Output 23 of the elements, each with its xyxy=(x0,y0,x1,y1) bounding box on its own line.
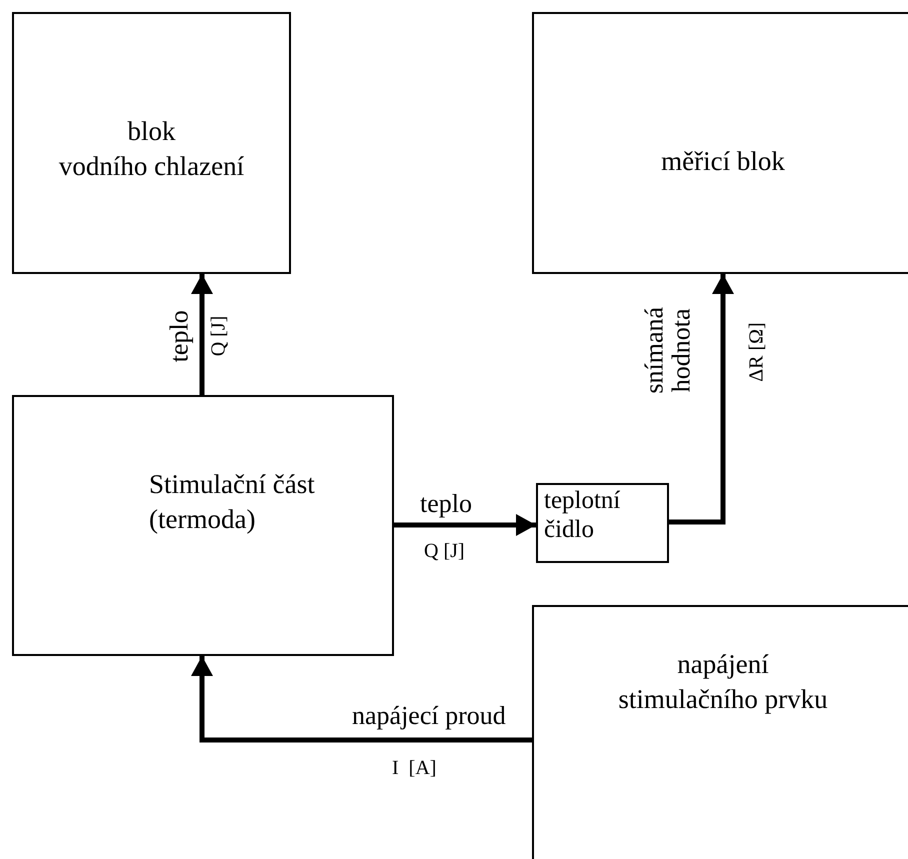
edge-label: teplo xyxy=(166,308,194,364)
unit-label: Q [J] xyxy=(206,316,229,356)
unit-label: ΔR [Ω] xyxy=(745,322,768,382)
block-box xyxy=(12,395,394,656)
arrow xyxy=(394,514,536,536)
arrow xyxy=(191,274,213,395)
unit-label: I [A] xyxy=(392,757,436,779)
arrow xyxy=(669,274,734,524)
block-label: napájení stimulačního prvku xyxy=(617,648,829,716)
block-box xyxy=(532,605,908,859)
block-label: teplotní čidlo xyxy=(544,487,622,544)
edge-label: teplo xyxy=(420,490,472,519)
edge-label: napájecí proud xyxy=(352,702,506,731)
block-label: blok xyxy=(127,115,176,148)
block-label: Stimulační část (termoda) xyxy=(149,468,316,536)
arrow xyxy=(191,656,532,742)
unit-label: Q [J] xyxy=(424,540,465,562)
block-box xyxy=(536,483,669,563)
block-box xyxy=(12,12,291,274)
block-label: měřicí blok xyxy=(661,145,785,178)
block-label: vodního chlazení xyxy=(58,150,244,184)
edge-label: snímaná hodnota xyxy=(640,305,696,395)
block-box xyxy=(532,12,908,274)
